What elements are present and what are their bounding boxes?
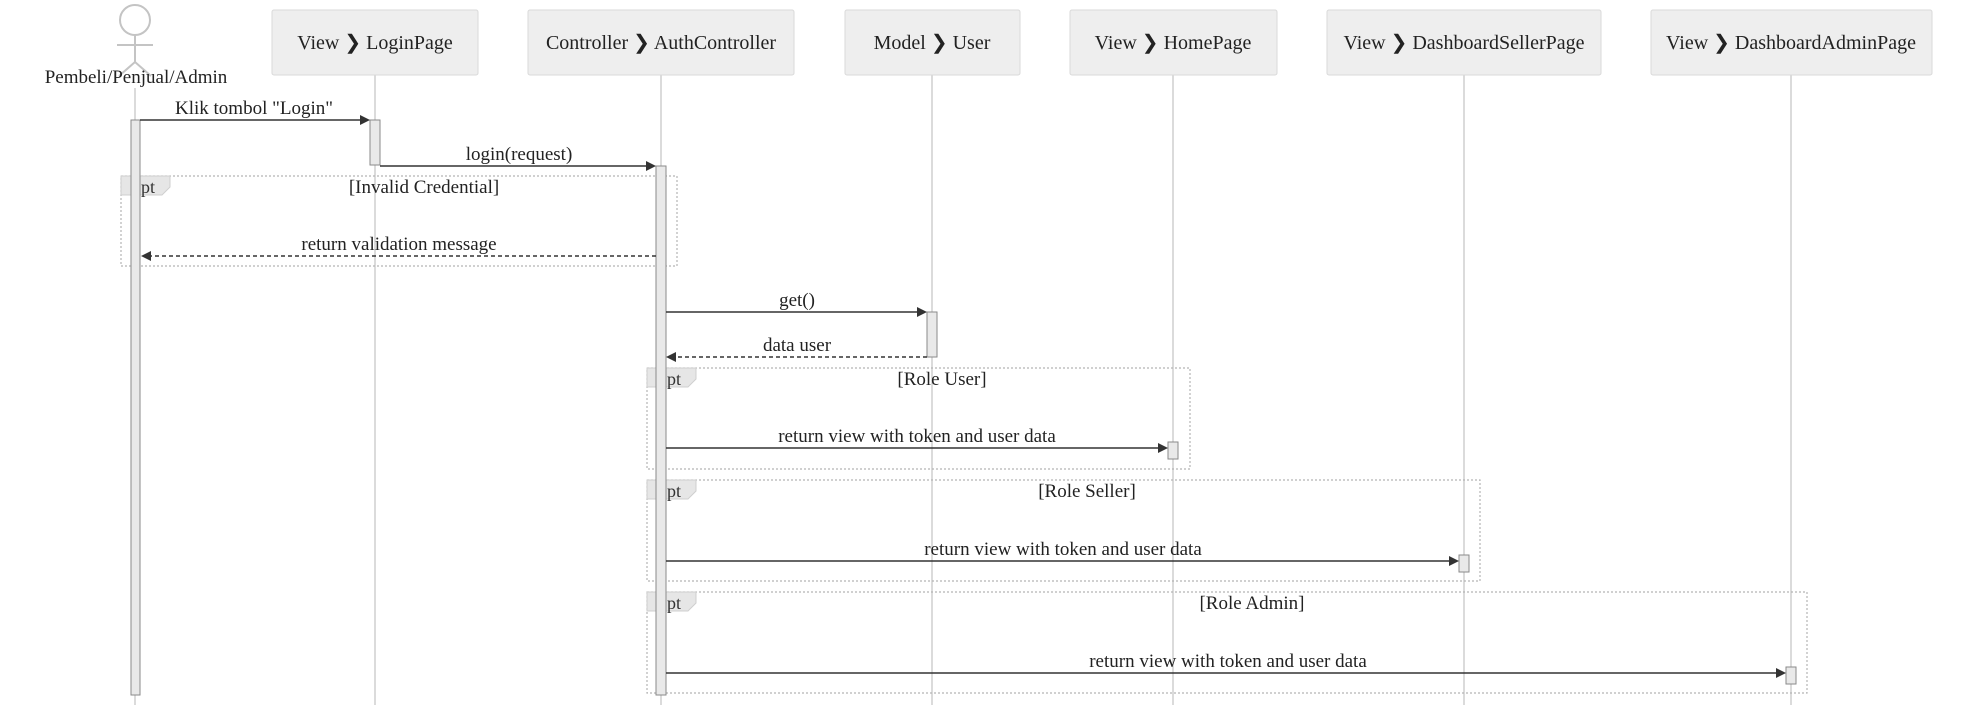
svg-text:return view with token and use: return view with token and user data xyxy=(778,426,1056,447)
svg-text:data user: data user xyxy=(763,335,832,356)
fragment-guard: [Invalid Credential] xyxy=(349,177,499,198)
svg-text:Klik tombol "Login": Klik tombol "Login" xyxy=(175,98,333,119)
participant-user: Model ❯ User xyxy=(844,9,1021,76)
svg-text:return view with token and use: return view with token and user data xyxy=(1089,651,1367,672)
fragment-opt-role-seller: opt [Role Seller] xyxy=(646,479,1481,582)
svg-text:Model ❯ User: Model ❯ User xyxy=(874,32,991,54)
participant-dashboardsellerpage: View ❯ DashboardSellerPage xyxy=(1326,9,1602,76)
svg-text:login(request): login(request) xyxy=(466,144,573,165)
actor-stick-figure xyxy=(117,4,153,77)
activation-authcontroller xyxy=(655,165,667,696)
message-klik-login: Klik tombol "Login" xyxy=(140,98,370,125)
fragment-guard: [Role User] xyxy=(897,369,986,390)
svg-text:View ❯ DashboardSellerPage: View ❯ DashboardSellerPage xyxy=(1343,32,1584,54)
fragment-opt-role-admin: opt [Role Admin] xyxy=(646,591,1808,694)
message-return-validation: return validation message xyxy=(141,234,656,261)
fragment-opt-role-user: opt [Role User] xyxy=(646,367,1191,470)
participant-authcontroller: Controller ❯ AuthController xyxy=(527,9,795,76)
activation-homepage xyxy=(1167,441,1179,460)
message-get: get() xyxy=(666,290,927,317)
svg-text:View ❯ LoginPage: View ❯ LoginPage xyxy=(297,32,453,54)
svg-text:return validation message: return validation message xyxy=(301,234,496,255)
activation-dashboardsellerpage xyxy=(1458,554,1470,573)
participant-loginpage: View ❯ LoginPage xyxy=(271,9,479,76)
participant-dashboardadminpage: View ❯ DashboardAdminPage xyxy=(1650,9,1933,76)
message-data-user: data user xyxy=(666,335,927,362)
message-login-request: login(request) xyxy=(380,144,656,171)
message-return-view-seller: return view with token and user data xyxy=(666,539,1459,566)
svg-text:View ❯ DashboardAdminPage: View ❯ DashboardAdminPage xyxy=(1666,32,1916,54)
svg-text:Controller ❯ AuthController: Controller ❯ AuthController xyxy=(546,32,776,54)
actor-label: Pembeli/Penjual/Admin xyxy=(45,67,228,88)
participant-homepage: View ❯ HomePage xyxy=(1069,9,1278,76)
fragment-guard: [Role Admin] xyxy=(1199,593,1304,614)
activation-user xyxy=(926,311,938,358)
message-return-view-home: return view with token and user data xyxy=(666,426,1168,453)
svg-text:get(): get() xyxy=(779,290,815,311)
svg-text:return view with token and use: return view with token and user data xyxy=(924,539,1202,560)
activation-loginpage xyxy=(369,119,381,166)
message-return-view-admin: return view with token and user data xyxy=(666,651,1786,678)
svg-text:View ❯ HomePage: View ❯ HomePage xyxy=(1095,32,1252,54)
activation-dashboardadminpage xyxy=(1785,666,1797,685)
fragment-guard: [Role Seller] xyxy=(1038,481,1136,502)
activation-actor xyxy=(130,119,141,696)
